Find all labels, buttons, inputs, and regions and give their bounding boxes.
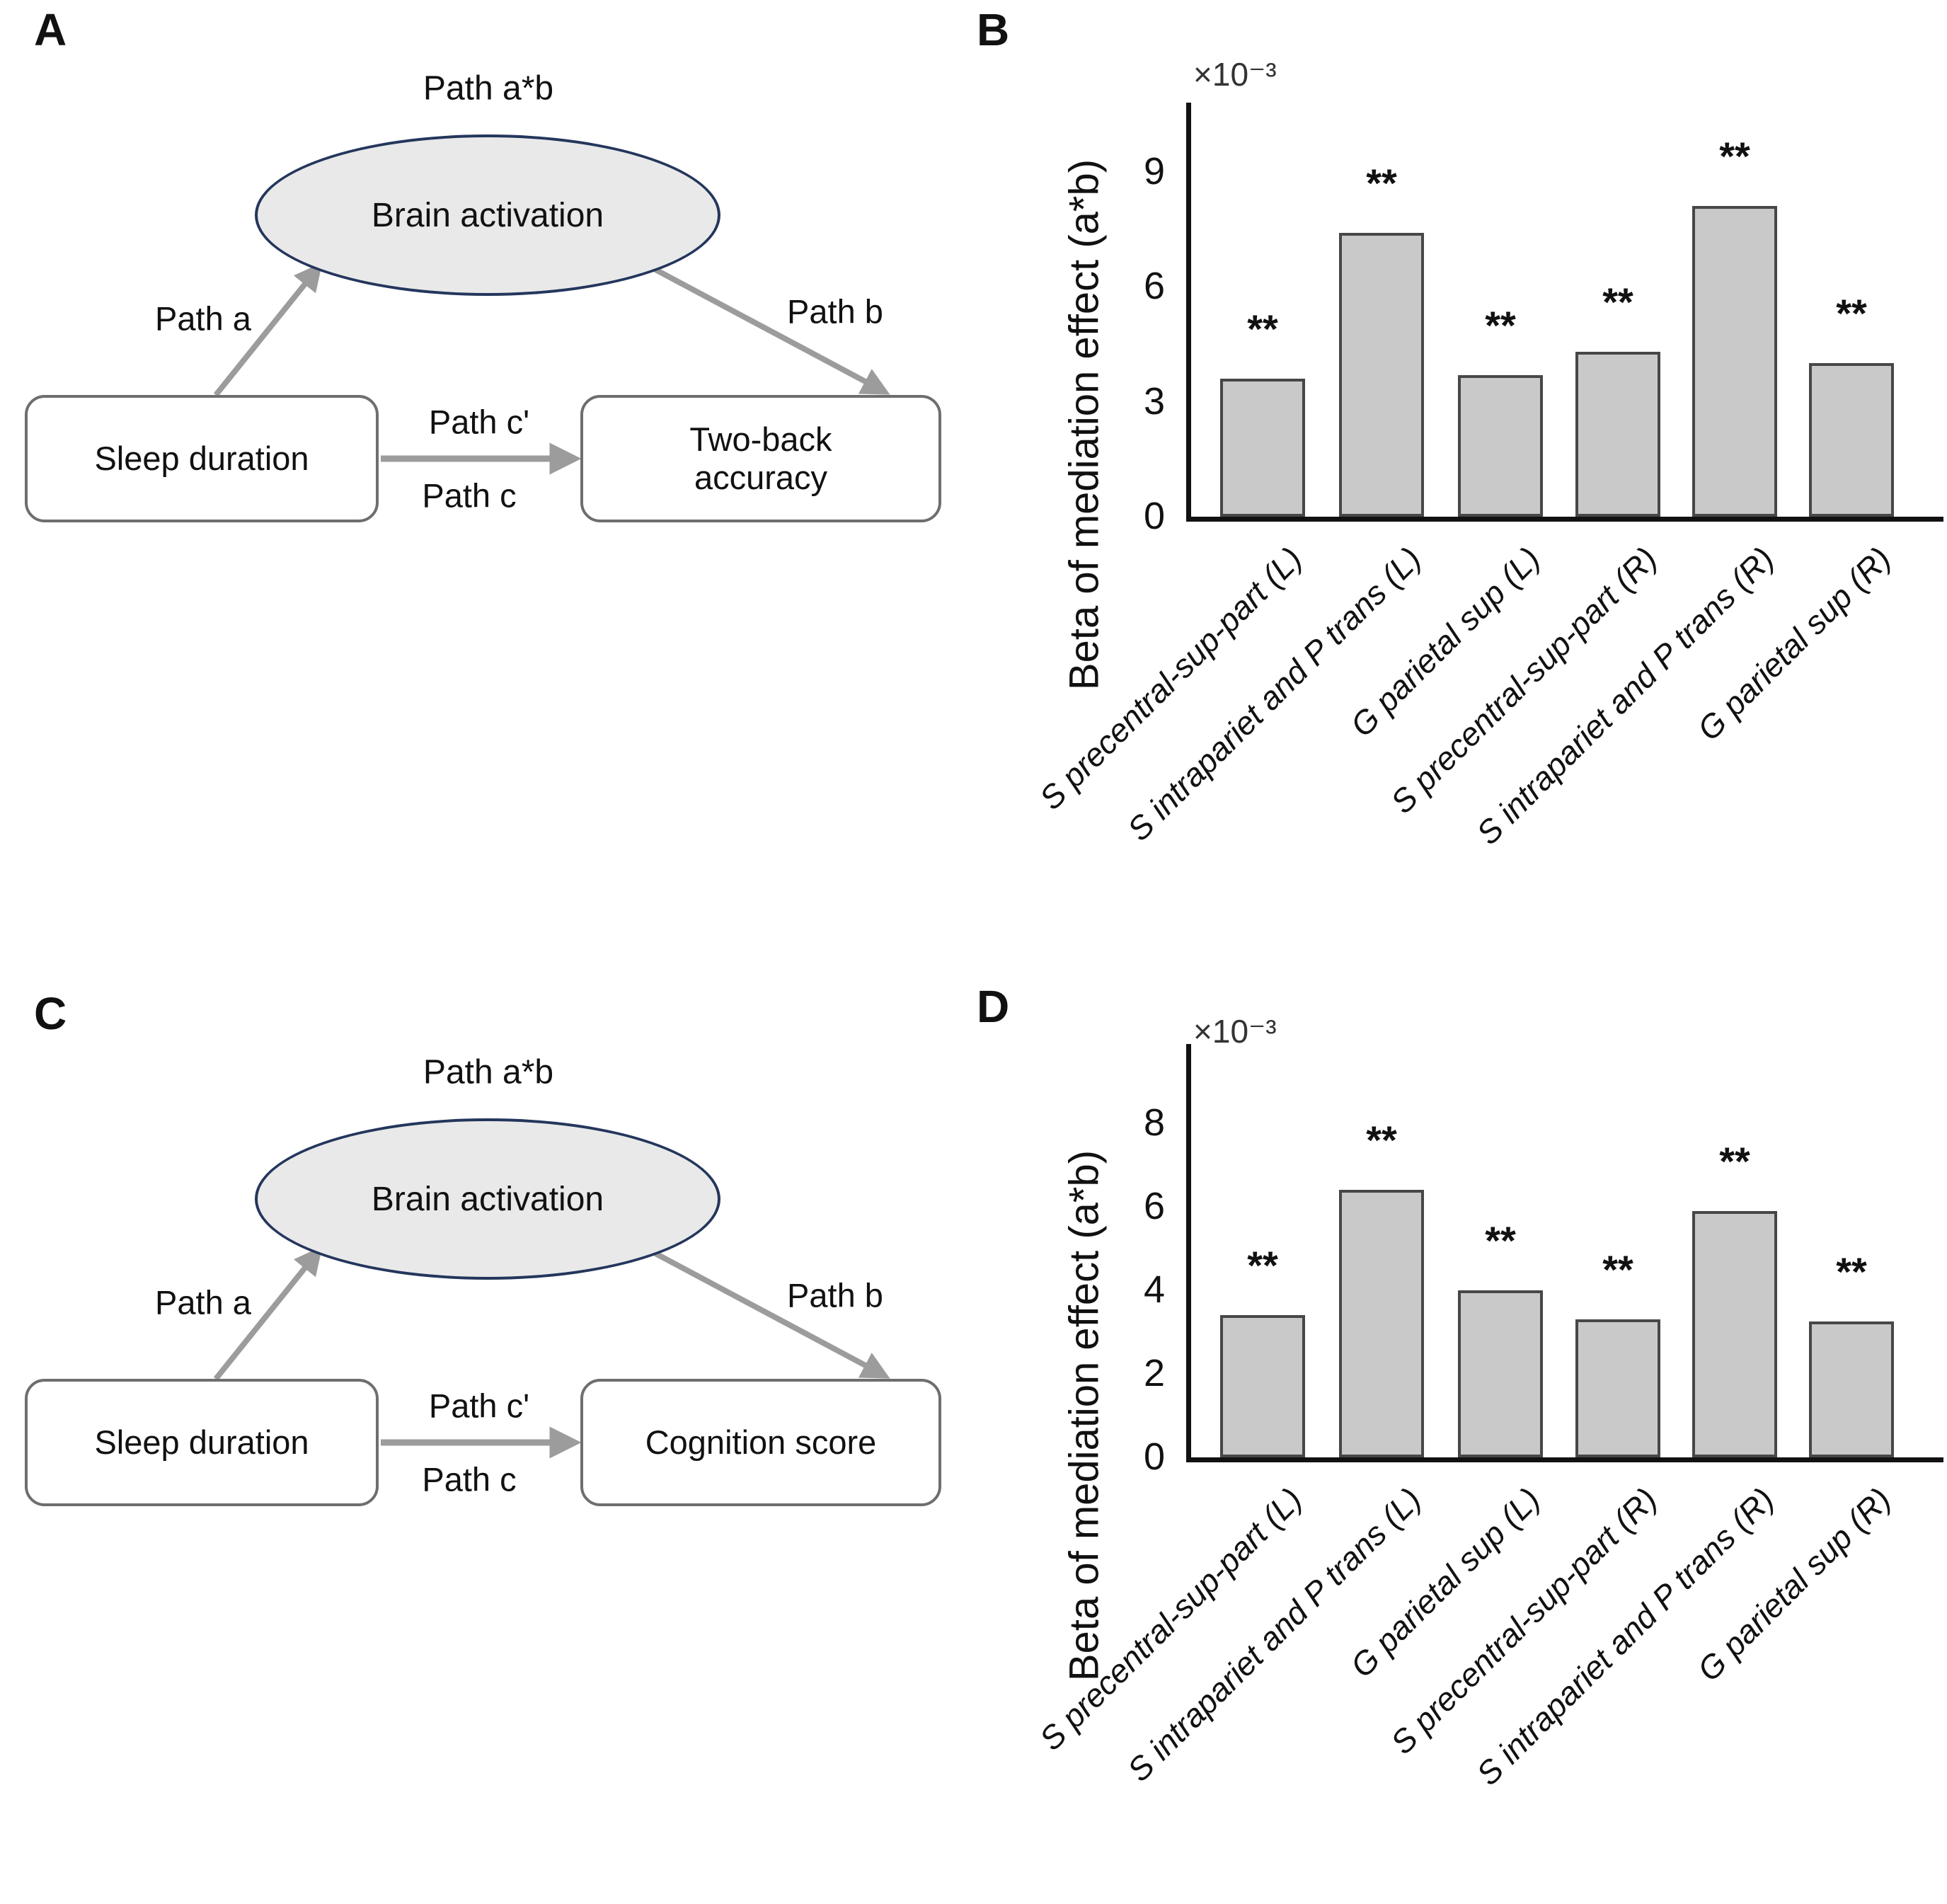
path-arrows — [213, 262, 890, 475]
outcome-box: Cognition score — [580, 1379, 941, 1506]
significance-marker: ** — [1719, 134, 1750, 179]
significance-marker: ** — [1485, 302, 1516, 348]
path-a-label: Path a — [155, 1283, 251, 1321]
path-b-label: Path b — [787, 1276, 883, 1314]
significance-marker: ** — [1719, 1138, 1750, 1183]
outcome-box: Two-back accuracy — [580, 395, 941, 522]
path-b-arrow — [646, 263, 890, 395]
y-tick-label: 9 — [1143, 149, 1165, 193]
mediator-label: Brain activation — [371, 1180, 604, 1218]
bar — [1339, 1190, 1424, 1457]
y-tick-label: 4 — [1143, 1268, 1165, 1312]
predictor-box: Sleep duration — [25, 1379, 379, 1506]
bar — [1575, 352, 1660, 517]
y-axis-title: Beta of mediation effect (a*b) — [1061, 159, 1108, 691]
path-c-prime-label: Path c' — [428, 1387, 530, 1425]
significance-marker: ** — [1602, 1247, 1633, 1292]
path-arrows — [213, 1246, 890, 1459]
significance-marker: ** — [1485, 1218, 1516, 1263]
mediator-ellipse: Brain activation — [255, 1118, 720, 1280]
y-tick-label: 6 — [1143, 265, 1165, 307]
plot-area — [1186, 1044, 1943, 1462]
y-tick-label: 0 — [1143, 1435, 1165, 1478]
outcome-label-line1: Cognition score — [645, 1423, 877, 1461]
y-tick-label: 2 — [1143, 1352, 1165, 1395]
path-b-label: Path b — [787, 292, 883, 331]
path-ab-label: Path a*b — [423, 1053, 554, 1091]
bar — [1575, 1319, 1660, 1457]
predictor-label: Sleep duration — [94, 439, 309, 477]
path-c-prime-label: Path c' — [428, 403, 530, 441]
significance-marker: ** — [1366, 161, 1397, 206]
bar-chart-b: B Beta of mediation effect (a*b) ×10⁻³ 0… — [955, 0, 1947, 984]
mediator-ellipse: Brain activation — [255, 134, 720, 296]
path-ab-label: Path a*b — [423, 69, 554, 108]
significance-marker: ** — [1247, 306, 1278, 351]
predictor-label: Sleep duration — [94, 1423, 309, 1461]
y-axis-scale-note: ×10⁻³ — [1193, 56, 1277, 93]
bar — [1692, 206, 1777, 517]
bar — [1458, 1290, 1543, 1457]
y-tick-label: 8 — [1143, 1101, 1165, 1145]
bar — [1220, 1315, 1305, 1457]
bar — [1339, 233, 1424, 517]
y-tick-label: 0 — [1143, 495, 1165, 537]
outcome-label-line1: Two-back — [689, 420, 832, 458]
y-axis-scale-note: ×10⁻³ — [1193, 1013, 1277, 1050]
path-c-label: Path c — [422, 1460, 517, 1498]
predictor-box: Sleep duration — [25, 395, 379, 522]
significance-marker: ** — [1366, 1118, 1397, 1163]
path-c-label: Path c — [422, 476, 517, 515]
y-tick-label: 6 — [1143, 1185, 1165, 1228]
bar — [1809, 1321, 1894, 1457]
significance-marker: ** — [1602, 280, 1633, 325]
mediation-diagram-c: C Path a*b Brain activation Sleep durati… — [0, 984, 991, 1904]
outcome-label-line2: accuracy — [694, 459, 828, 496]
significance-marker: ** — [1247, 1243, 1278, 1288]
panel-label-b: B — [977, 4, 1010, 55]
mediator-label: Brain activation — [371, 196, 604, 234]
significance-marker: ** — [1836, 1249, 1867, 1295]
significance-marker: ** — [1836, 291, 1867, 336]
bar — [1809, 363, 1894, 517]
x-tick-label: G parietal sup (R) — [1690, 1480, 1898, 1689]
x-tick-label: G parietal sup (R) — [1690, 539, 1898, 748]
bar — [1458, 374, 1543, 517]
y-axis-title: Beta of mediation effect (a*b) — [1061, 1149, 1108, 1682]
mediation-diagram-a: A Path a*b Brain activation Sleep durati… — [0, 0, 991, 920]
path-a-label: Path a — [155, 299, 251, 338]
path-a-arrow — [213, 262, 323, 397]
bar — [1692, 1210, 1777, 1457]
panel-label-a: A — [34, 4, 67, 55]
path-b-arrow — [646, 1246, 890, 1379]
panel-label-c: C — [34, 988, 67, 1039]
plot-area — [1186, 103, 1943, 522]
path-a-arrow — [213, 1246, 323, 1381]
bar-chart-d: D Beta of mediation effect (a*b) ×10⁻³ 0… — [955, 977, 1947, 1830]
bar — [1220, 379, 1305, 517]
figure-canvas: A Path a*b Brain activation Sleep durati… — [0, 0, 1947, 1830]
panel-label-d: D — [977, 981, 1010, 1032]
y-tick-label: 3 — [1143, 379, 1165, 423]
